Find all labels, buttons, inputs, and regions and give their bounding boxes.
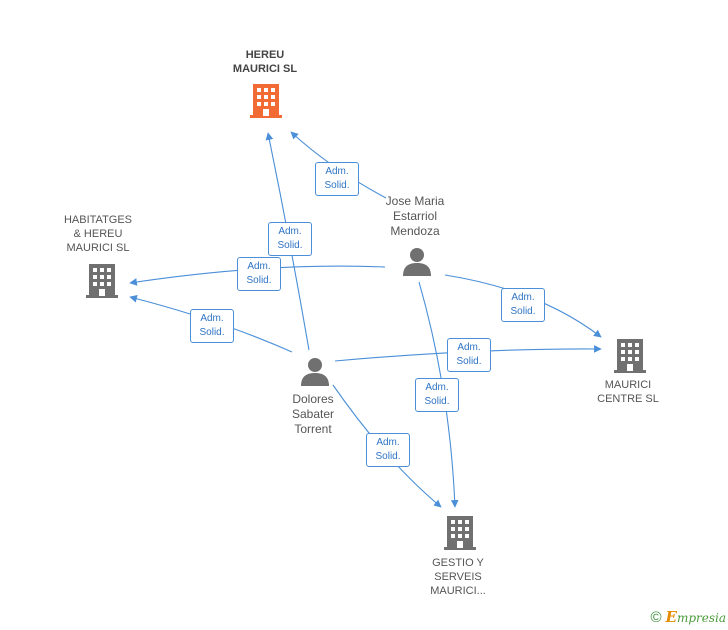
relation-badge-dolores-habitatges[interactable]: Adm.Solid. <box>190 309 234 343</box>
empresia-logo: © Empresia <box>650 608 726 626</box>
relation-badge-dolores-mauricicentre[interactable]: Adm.Solid. <box>447 338 491 372</box>
node-label-gestio[interactable]: GESTIO Y SERVEIS MAURICI... <box>430 557 486 597</box>
relation-badge-dolores-gestio[interactable]: Adm.Solid. <box>366 433 410 467</box>
copyright-symbol: © <box>650 608 662 626</box>
building-icon[interactable] <box>614 339 646 373</box>
building-icon[interactable] <box>444 516 476 550</box>
building-icon[interactable] <box>250 84 282 118</box>
person-icon[interactable] <box>300 356 330 386</box>
building-icon[interactable] <box>86 264 118 298</box>
brand-name: Empresia <box>665 608 727 626</box>
node-label-habitatges[interactable]: HABITATGES & HEREU MAURICI SL <box>63 214 133 254</box>
person-icon[interactable] <box>402 246 432 276</box>
relation-badge-jose-mauricicentre[interactable]: Adm.Solid. <box>501 288 545 322</box>
relation-badge-jose-habitatges[interactable]: Adm.Solid. <box>237 257 281 291</box>
node-label-hereu[interactable]: HEREU MAURICI SL <box>232 49 298 75</box>
relation-badge-jose-gestio[interactable]: Adm.Solid. <box>415 378 459 412</box>
node-label-jose[interactable]: Jose Maria Estarriol Mendoza <box>385 194 445 238</box>
relation-badge-dolores-hereu[interactable]: Adm.Solid. <box>268 222 312 256</box>
relation-badge-jose-hereu[interactable]: Adm.Solid. <box>315 162 359 196</box>
node-label-dolores[interactable]: Dolores Sabater Torrent <box>291 392 335 436</box>
node-label-mauricicentre[interactable]: MAURICI CENTRE SL <box>597 379 659 405</box>
